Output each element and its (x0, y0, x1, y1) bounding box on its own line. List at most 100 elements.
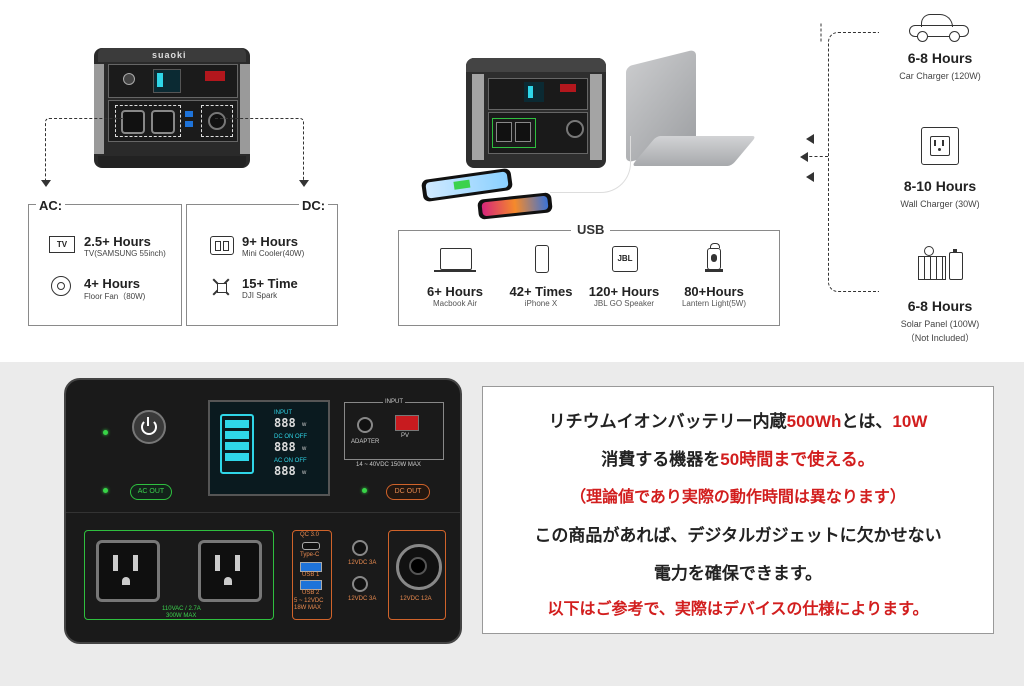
car-socket-group (388, 530, 446, 620)
ac-spec-1: 110VAC / 2.7A (162, 606, 201, 612)
solar-panel-icon (916, 246, 964, 282)
power-station-with-devices-image (420, 40, 757, 220)
dc-drone-hours: 15+ Time (242, 276, 298, 291)
pv-port[interactable] (395, 415, 419, 431)
ac-out-button[interactable]: AC OUT (130, 484, 172, 500)
input-spec: 14 ~ 40VDC 150W MAX (356, 462, 421, 468)
ac-connector-line (45, 118, 124, 181)
desc-wattage: 10W (892, 412, 928, 431)
dc-cooler-hours: 9+ Hours (242, 234, 298, 249)
car-socket-label: 12VDC 12A (400, 596, 432, 602)
usb-speaker-hours: 120+ Hours (588, 284, 660, 299)
power-led (103, 430, 108, 435)
ac-label: AC: (36, 198, 66, 213)
desc-line-1: リチウムイオンバッテリー内蔵500Whとは、10W (483, 407, 993, 432)
dc-usage-box (186, 204, 338, 326)
dc-port-1[interactable] (352, 540, 368, 556)
tv-icon: TV (49, 236, 75, 253)
usb2-port[interactable] (300, 580, 322, 590)
fan-icon (51, 276, 71, 296)
dc-port-2-label: 12VDC 3A (348, 596, 377, 602)
lantern-icon (705, 243, 723, 273)
dc-port-1-label: 12VDC 3A (348, 560, 377, 566)
ac-tv-hours: 2.5+ Hours (84, 234, 151, 249)
ac-outlet-1[interactable] (96, 540, 160, 602)
charge-arrow-head (800, 152, 808, 162)
dc-arrow-head (299, 180, 309, 187)
tv-icon-text: TV (56, 240, 68, 249)
lcd-display: INPUT 888 w DC ON OFF 888 w AC ON OFF 88… (208, 400, 330, 496)
phone-image-2 (477, 192, 553, 220)
description-box: リチウムイオンバッテリー内蔵500Whとは、10W 消費する機器を50時間まで使… (482, 386, 994, 634)
lcd-dc-label: DC ON OFF (274, 434, 307, 440)
desc-capacity: 500Wh (786, 412, 842, 431)
desc-line-5: 電力を確保できます。 (653, 564, 823, 583)
input-label: INPUT (383, 399, 405, 405)
typec-label: Type-C (300, 552, 320, 558)
usb1-port[interactable] (300, 562, 322, 572)
usb-spec: 5 ~ 12VDC 18W MAX (294, 598, 324, 611)
phone-icon (535, 245, 549, 273)
dc-connector-line (215, 118, 304, 181)
typec-port[interactable] (302, 542, 320, 550)
lcd-unit-3: w (302, 470, 307, 476)
dc-label: DC: (299, 198, 329, 213)
ac-usage-box (28, 204, 182, 326)
usb-port-group (292, 530, 332, 620)
ac-outlet-group (84, 530, 274, 620)
car-arrow (820, 23, 822, 42)
power-icon (141, 419, 157, 435)
usb2-label: USB 2 (302, 590, 320, 596)
input-section: INPUT ADAPTER PV (344, 399, 444, 460)
qc-label: QC 3.0 (300, 532, 320, 538)
car-charge-device: Car Charger (120W) (899, 71, 981, 81)
dc-port-2[interactable] (352, 576, 368, 592)
desc-line-6: 以下はご参考で、実際はデバイスの仕様によります。 (547, 601, 929, 618)
desc-line-2b: 50時間まで使える。 (720, 450, 875, 469)
usb-lantern-hours: 80+Hours (684, 284, 744, 299)
solar-arrow-head (806, 172, 814, 182)
dc-cooler-device: Mini Cooler(40W) (242, 249, 305, 258)
usb-title: USB (571, 222, 611, 237)
usb-speaker-device: JBL GO Speaker (593, 299, 655, 308)
drone-icon (210, 276, 232, 298)
usb-phone-device: iPhone X (524, 299, 558, 308)
speaker-icon: JBL (612, 246, 638, 272)
solar-charge-hours: 6-8 Hours (907, 298, 973, 314)
ac-arrow-head (41, 180, 51, 187)
usb-laptop-device: Macbook Air (432, 299, 478, 308)
ac-led (103, 488, 108, 493)
ac-spec-2: 300W MAX (166, 613, 197, 619)
charging-bracket-line (828, 32, 879, 292)
usb-phone-hours: 42+ Times (509, 284, 573, 299)
dc-out-button[interactable]: DC OUT (386, 484, 430, 500)
wall-charge-device: Wall Charger (30W) (900, 199, 980, 209)
ac-fan-device: Floor Fan（80W) (84, 292, 146, 301)
desc-line-2: 消費する機器を50時間まで使える。 (483, 445, 993, 470)
solar-charge-note: （Not Included） (905, 333, 975, 343)
usb1-label: USB 1 (302, 572, 320, 578)
dc-drone-device: DJI Spark (242, 291, 278, 300)
lcd-unit-2: w (302, 446, 307, 452)
lcd-input-label: INPUT (274, 410, 292, 416)
car-socket[interactable] (396, 544, 442, 590)
car-arrow-head (806, 134, 814, 144)
wall-charge-hours: 8-10 Hours (903, 178, 977, 194)
speaker-icon-text: JBL (617, 254, 633, 263)
lcd-unit-1: w (302, 422, 307, 428)
power-button[interactable] (132, 410, 166, 444)
ac-outlet-2[interactable] (198, 540, 262, 602)
adapter-label: ADAPTER (351, 439, 380, 445)
desc-line-1c: とは、 (841, 412, 893, 431)
car-icon (909, 14, 969, 42)
desc-line-3: （理論値であり実際の動作時間は異なります） (570, 489, 906, 506)
front-panel-closeup: AC OUT INPUT 888 w DC ON OFF 888 w AC ON… (64, 378, 462, 644)
car-charge-hours: 6-8 Hours (907, 50, 973, 66)
lcd-ac-digits: 888 (274, 464, 296, 478)
dc-led (362, 488, 367, 493)
adapter-port[interactable] (357, 417, 373, 433)
desc-line-2a: 消費する機器を (601, 450, 721, 469)
solar-charge-device: Solar Panel (100W) (900, 319, 980, 329)
usb-lantern-device: Lantern Light(5W) (681, 299, 747, 308)
lcd-dc-digits: 888 (274, 440, 296, 454)
